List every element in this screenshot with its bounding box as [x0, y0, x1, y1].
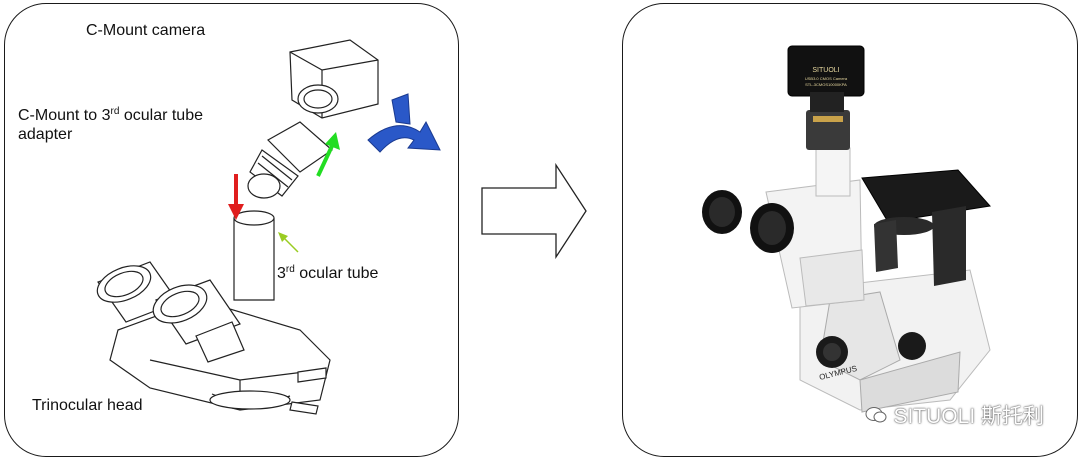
watermark: SITUOLI 斯托利: [865, 400, 1044, 430]
eyepiece-right-drawing: [152, 279, 245, 363]
adapter-label: C-Mount to 3rd ocular tube adapter: [18, 106, 203, 144]
watermark-text: SITUOLI 斯托利: [893, 405, 1044, 428]
microscope-eyepieces: [702, 190, 794, 253]
camera-line3-text: STL-3CMOS10000KPA: [805, 82, 847, 87]
microscope-column: [765, 110, 865, 309]
ocular-tube-label: 3rd ocular tube: [277, 264, 379, 283]
wechat-icon: [865, 406, 887, 424]
red-arrow: [228, 174, 244, 220]
rotate-arrow: [367, 93, 441, 153]
adapter-drawing: [247, 121, 333, 199]
ocular-tube-drawing: [233, 210, 275, 301]
microscope-base: [799, 269, 991, 413]
transition-arrow: [481, 162, 587, 260]
camera-line2-text: USB3.0 CMOS Camera: [805, 76, 848, 81]
camera-label: C-Mount camera: [86, 22, 206, 39]
green-arrow: [316, 132, 340, 177]
microscope-stage: [861, 169, 991, 286]
camera-drawing: [289, 39, 379, 119]
camera-brand-text: SITUOLI: [812, 67, 839, 74]
microscope-focus-knobs: [816, 332, 926, 368]
camera-body: SITUOLI USB3.0 CMOS Camera STL-3CMOS1000…: [787, 45, 865, 112]
olive-arrow: [278, 232, 299, 253]
trinocular-head-label: Trinocular head: [32, 397, 143, 414]
